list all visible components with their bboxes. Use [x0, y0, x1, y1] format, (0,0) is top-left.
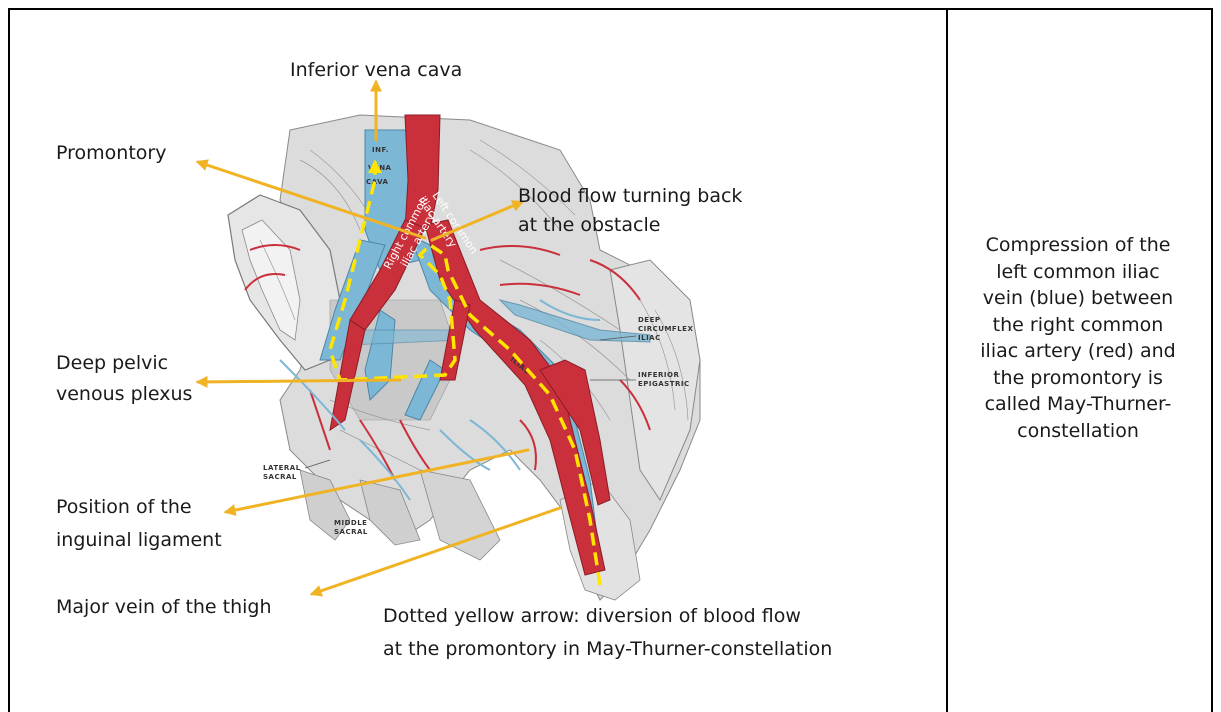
- svg-text:DEEP: DEEP: [638, 316, 661, 324]
- side-note: Compression of the left common iliac vei…: [952, 232, 1204, 444]
- label-inguinal-2: inguinal ligament: [56, 527, 222, 553]
- svg-text:SACRAL: SACRAL: [334, 528, 368, 536]
- arrow-deep-pelvic: [198, 380, 400, 382]
- label-inguinal-1: Position of the: [56, 494, 192, 520]
- side-note-line: vein (blue) between: [952, 285, 1204, 312]
- side-note-line: constellation: [952, 418, 1204, 445]
- label-dotted-arrow-1: Dotted yellow arrow: diversion of blood …: [383, 603, 801, 629]
- svg-text:CIRCUMFLEX: CIRCUMFLEX: [638, 325, 693, 333]
- label-dotted-arrow-2: at the promontory in May-Thurner-constel…: [383, 636, 832, 662]
- side-note-line: iliac artery (red) and: [952, 338, 1204, 365]
- svg-text:INF.: INF.: [372, 146, 389, 154]
- label-promontory: Promontory: [56, 140, 166, 166]
- svg-text:MIDDLE: MIDDLE: [334, 519, 367, 527]
- svg-text:VENA: VENA: [368, 164, 392, 172]
- label-blood-flow-turning-1: Blood flow turning back: [518, 183, 742, 209]
- side-note-line: Compression of the: [952, 232, 1204, 259]
- side-note-line: the right common: [952, 312, 1204, 339]
- svg-text:INFERIOR: INFERIOR: [638, 371, 679, 379]
- label-inferior-vena-cava: Inferior vena cava: [290, 57, 462, 83]
- svg-text:CAVA: CAVA: [366, 178, 389, 186]
- svg-text:LATERAL: LATERAL: [263, 464, 301, 472]
- label-blood-flow-turning-2: at the obstacle: [518, 212, 660, 238]
- svg-text:SACRAL: SACRAL: [263, 473, 297, 481]
- label-major-vein: Major vein of the thigh: [56, 594, 272, 620]
- svg-text:EPIGASTRIC: EPIGASTRIC: [638, 380, 690, 388]
- side-note-line: the promontory is: [952, 365, 1204, 392]
- label-deep-pelvic-1: Deep pelvic: [56, 350, 168, 376]
- side-note-line: left common iliac: [952, 259, 1204, 286]
- side-note-line: called May-Thurner-: [952, 391, 1204, 418]
- column-divider: [946, 8, 948, 712]
- label-deep-pelvic-2: venous plexus: [56, 381, 192, 407]
- svg-text:ILIAC: ILIAC: [638, 334, 661, 342]
